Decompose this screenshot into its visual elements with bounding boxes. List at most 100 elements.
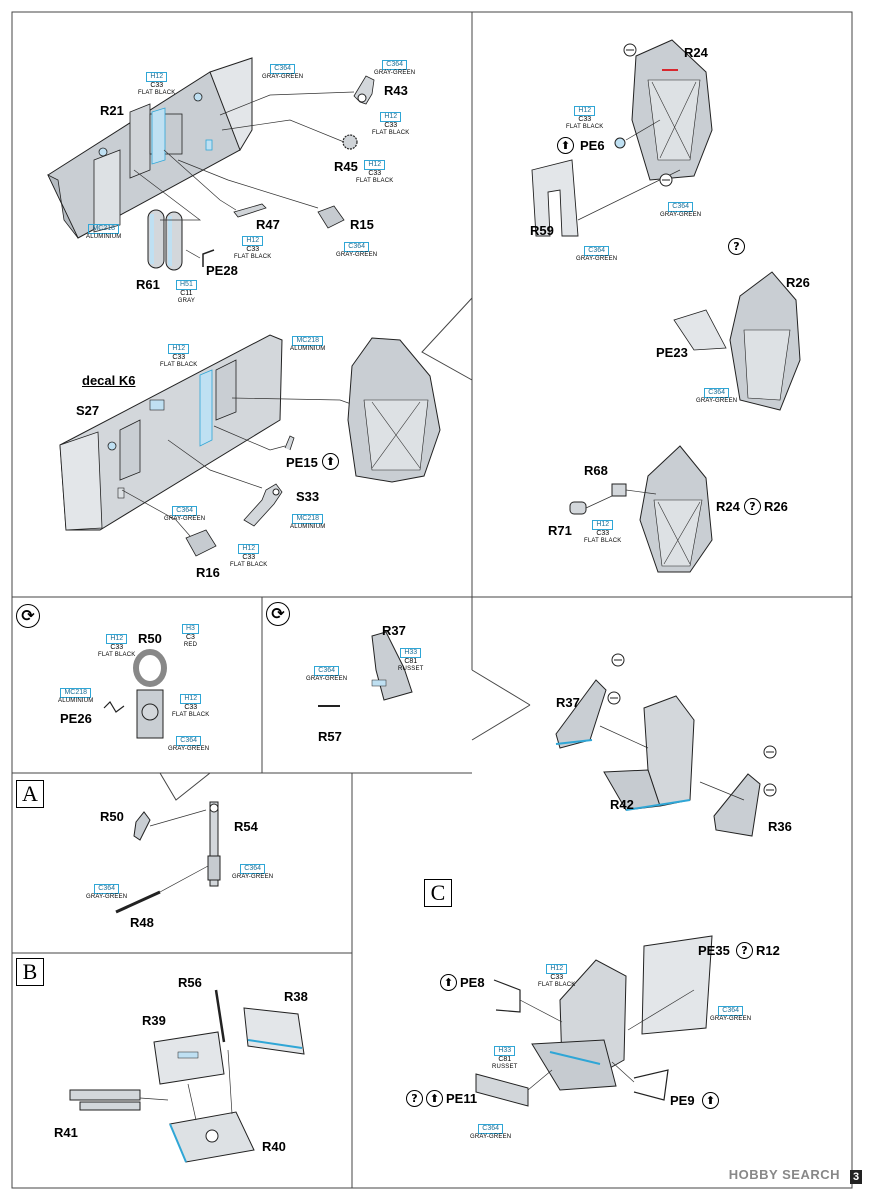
r48-part [115, 890, 161, 914]
paint-callout: C364 GRAY-GREEN [336, 242, 378, 258]
label-r41: R41 [54, 1125, 78, 1140]
pe8-part [493, 979, 521, 1013]
label-r47: R47 [256, 217, 280, 232]
cut-marks [607, 43, 777, 797]
r68-part [611, 483, 627, 497]
section-a-letter: A [16, 780, 44, 808]
paint-callout: C364 GRAY-GREEN [168, 736, 210, 752]
paint-callout: C364 GRAY-GREEN [262, 64, 304, 80]
paint-callout: MC218 ALUMINIUM [290, 514, 326, 530]
r37-side-part [555, 679, 607, 749]
paint-callout: H12 C33 FLAT BLACK [230, 544, 268, 568]
paint-callout: H51 C11 GRAY [176, 280, 197, 304]
label-r61: R61 [136, 277, 160, 292]
label-r16: R16 [196, 565, 220, 580]
section-b-letter: B [16, 958, 44, 986]
r56-part [214, 989, 226, 1043]
question-circle-icon: ? [736, 942, 753, 959]
question-circle-icon: ? [744, 498, 761, 515]
paint-callout: C364 GRAY-GREEN [660, 202, 702, 218]
paint-callout: C364 GRAY-GREEN [306, 666, 348, 682]
question-circle-icon: ? [406, 1090, 423, 1107]
r43-part [353, 75, 375, 105]
paint-callout: C364 GRAY-GREEN [164, 506, 206, 522]
s27-panel-part [59, 334, 283, 531]
paint-callout: H12 C33 FLAT BLACK [160, 344, 198, 368]
label-r50: R50 [138, 631, 162, 646]
paint-callout: C364 GRAY-GREEN [232, 864, 274, 880]
r42-seat-part [603, 695, 695, 811]
circular-arrows-icon: ⟳ [16, 604, 40, 628]
label-r37-seat: R37 [556, 695, 580, 710]
paint-callout: C364 GRAY-GREEN [86, 884, 128, 900]
r37-assembly-part [371, 631, 413, 701]
label-r26-combined: R26 [764, 499, 788, 514]
paint-callout: MC218 ALUMINIUM [290, 336, 326, 352]
paint-callout: H12 C33 FLAT BLACK [138, 72, 176, 96]
paint-callout: MC218 ALUMINIUM [86, 224, 122, 240]
label-r24-combined: R24 [716, 499, 740, 514]
up-arrow-circle-icon: ⬆ [702, 1092, 719, 1109]
seat-assembly-part [531, 959, 627, 1091]
label-r15: R15 [350, 217, 374, 232]
r50-assembly-part [133, 649, 167, 739]
label-decal-k6: decal K6 [82, 373, 136, 388]
paint-callout: H12 C33 FLAT BLACK [584, 520, 622, 544]
pe28-part [202, 249, 215, 267]
paint-callout: C364 GRAY-GREEN [696, 388, 738, 404]
r39-part [153, 1031, 225, 1085]
r50-a-part [133, 811, 151, 841]
r59-part [531, 159, 579, 237]
r40-part [169, 1111, 255, 1163]
pe35-part [641, 935, 713, 1035]
label-r38: R38 [284, 989, 308, 1004]
label-r71: R71 [548, 523, 572, 538]
r24-frame-part [631, 39, 713, 181]
label-r36: R36 [768, 819, 792, 834]
label-r26: R26 [786, 275, 810, 290]
paint-callout: C364 GRAY-GREEN [470, 1124, 512, 1140]
paint-callout: H12 C33 FLAT BLACK [234, 236, 272, 260]
pe15-part [284, 435, 295, 451]
label-r48: R48 [130, 915, 154, 930]
label-r43: R43 [384, 83, 408, 98]
label-s33: S33 [296, 489, 320, 504]
up-arrow-circle-icon: ⬆ [426, 1090, 443, 1107]
label-r21: R21 [100, 103, 124, 118]
label-r59: R59 [530, 223, 554, 238]
r38-part [243, 1007, 305, 1055]
label-r50-a: R50 [100, 809, 124, 824]
section-c-letter: C [424, 879, 452, 907]
r47-part [233, 203, 267, 218]
label-r40: R40 [262, 1139, 286, 1154]
paint-callout: H3 C3 RED [182, 624, 199, 648]
r16-part [185, 529, 217, 557]
paint-callout: C364 GRAY-GREEN [710, 1006, 752, 1022]
paint-callout: H12 C33 FLAT BLACK [356, 160, 394, 184]
paint-callout: H12 C33 FLAT BLACK [372, 112, 410, 136]
label-pe15: PE15 [286, 455, 318, 470]
paint-callout: H33 C81 RUSSET [492, 1046, 518, 1070]
r61-part [147, 209, 183, 271]
r41-part [69, 1089, 141, 1111]
paint-callout: H12 C33 FLAT BLACK [566, 106, 604, 130]
paint-callout: C364 GRAY-GREEN [374, 60, 416, 76]
pe6-part [614, 137, 626, 149]
rear-frame-part [347, 337, 441, 483]
label-r39: R39 [142, 1013, 166, 1028]
pe23-part [673, 309, 727, 351]
label-r42: R42 [610, 797, 634, 812]
circular-arrows-icon: ⟳ [266, 602, 290, 626]
label-pe11: PE11 [446, 1091, 478, 1106]
label-r12: R12 [756, 943, 780, 958]
label-r56: R56 [178, 975, 202, 990]
up-arrow-circle-icon: ⬆ [440, 974, 457, 991]
label-pe8: PE8 [460, 975, 485, 990]
r15-part [317, 205, 345, 229]
label-r37: R37 [382, 623, 406, 638]
question-circle-icon: ? [728, 238, 745, 255]
pe11-part [475, 1073, 529, 1107]
watermark-text: HOBBY SEARCH [728, 1167, 840, 1182]
label-pe9: PE9 [670, 1093, 695, 1108]
